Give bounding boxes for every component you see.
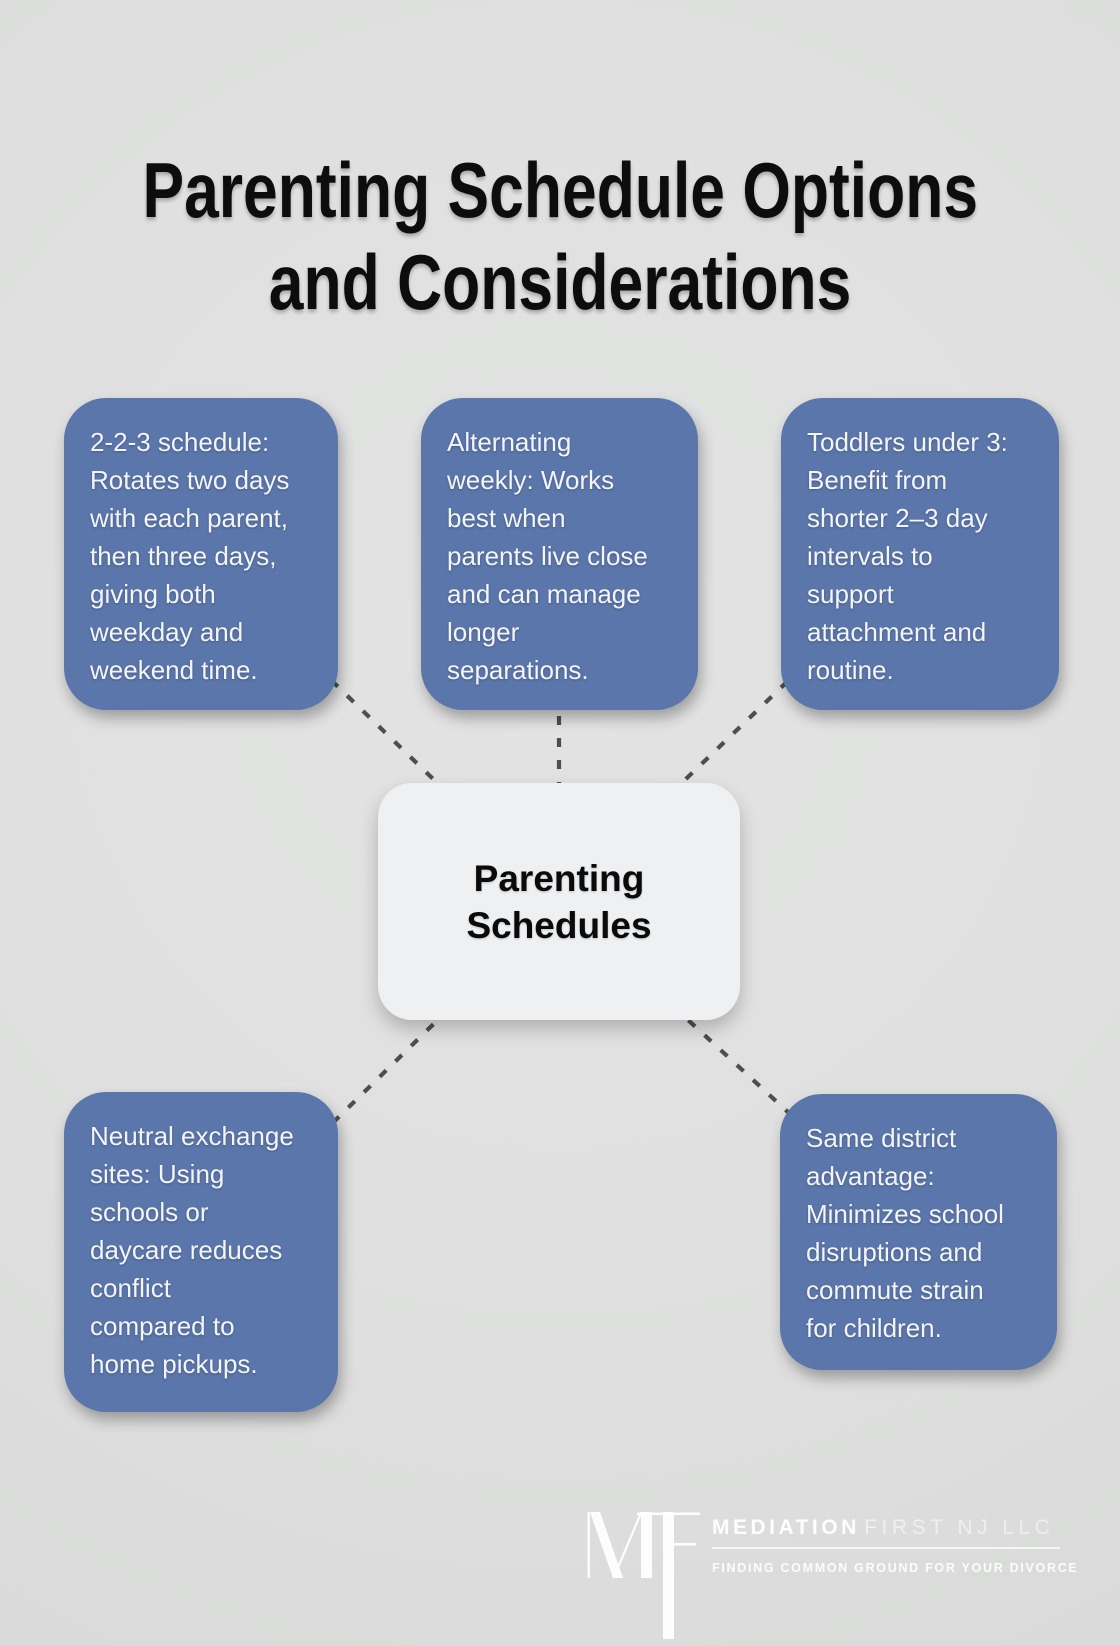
node-toddlers-under-3-text: Toddlers under 3: Benefit from shorter 2… (807, 427, 1008, 685)
page-title-line1: Parenting Schedule Options (142, 146, 978, 235)
brand-name-secondary: FIRST NJ LLC (864, 1516, 1055, 1539)
connector-line-bottom-right (557, 899, 920, 1234)
mf-monogram-icon (587, 1512, 700, 1639)
center-node-label: Parenting Schedules (466, 857, 652, 946)
brand-name-primary: MEDIATION (712, 1516, 860, 1539)
connector-line-bottom-left (199, 899, 561, 1254)
node-neutral-exchange-sites-text: Neutral exchange sites: Using schools or… (90, 1121, 294, 1379)
brand-logo-text: MEDIATION FIRST NJ LLC FINDING COMMON GR… (712, 1516, 1079, 1575)
connector-line-top-left (199, 552, 561, 903)
node-same-district-advantage: Same district advantage: Minimizes schoo… (780, 1094, 1057, 1370)
brand-tagline: FINDING COMMON GROUND FOR YOUR DIVORCE (712, 1561, 1079, 1575)
node-alternating-weekly: Alternating weekly: Works best when pare… (421, 398, 698, 710)
page-title: Parenting Schedule Options and Considera… (0, 144, 1120, 328)
node-toddlers-under-3: Toddlers under 3: Benefit from shorter 2… (781, 398, 1059, 710)
node-alternating-weekly-text: Alternating weekly: Works best when pare… (447, 427, 648, 685)
connector-line-top-right (557, 552, 922, 903)
node-neutral-exchange-sites: Neutral exchange sites: Using schools or… (64, 1092, 338, 1412)
page-title-line2: and Considerations (268, 238, 852, 327)
brand-name: MEDIATION FIRST NJ LLC (712, 1516, 1072, 1540)
node-same-district-advantage-text: Same district advantage: Minimizes schoo… (806, 1123, 1004, 1343)
center-node-parenting-schedules: Parenting Schedules (378, 783, 740, 1020)
node-223-schedule: 2-2-3 schedule: Rotates two days with ea… (64, 398, 338, 710)
node-223-schedule-text: 2-2-3 schedule: Rotates two days with ea… (90, 427, 290, 685)
logo-divider (712, 1547, 1060, 1549)
